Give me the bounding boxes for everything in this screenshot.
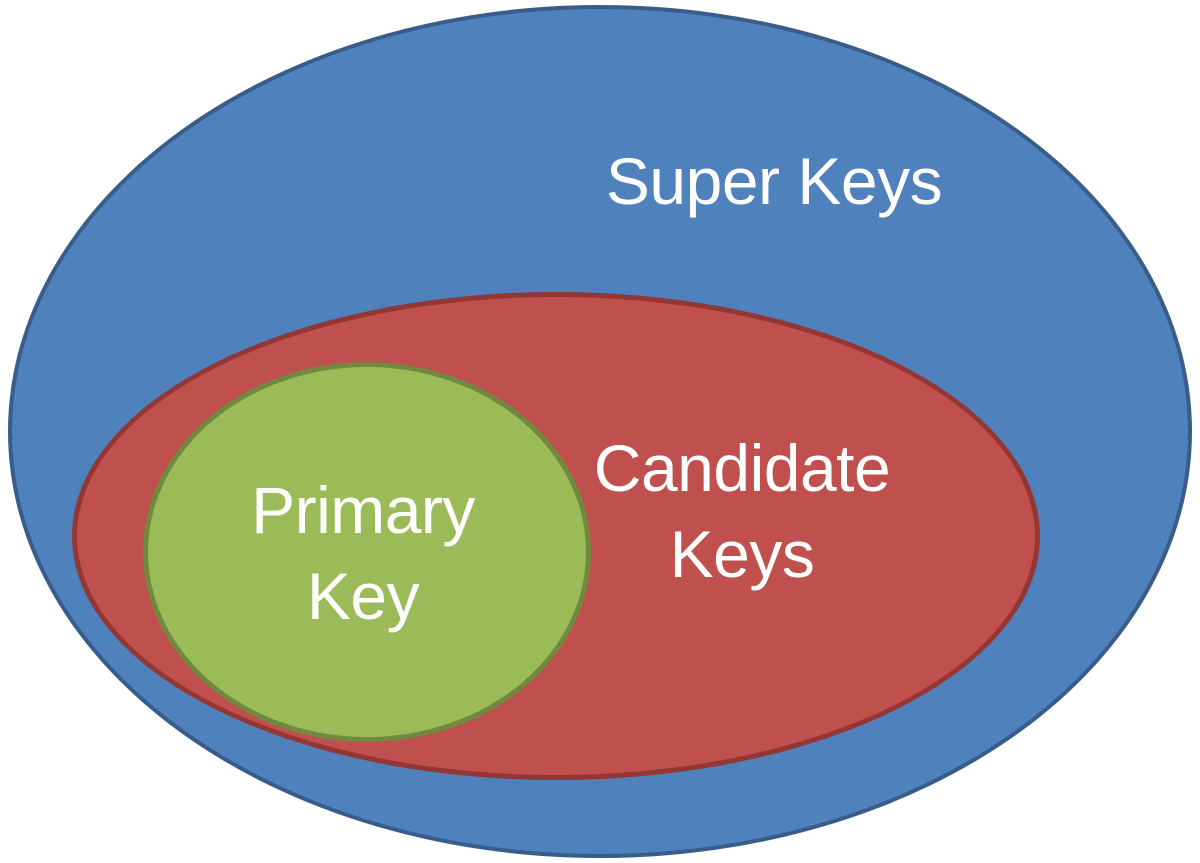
primary-key-label: Primary Key bbox=[251, 473, 475, 633]
super-keys-label: Super Keys bbox=[605, 144, 943, 219]
candidate-keys-label: Candidate Keys bbox=[593, 431, 891, 591]
primary-key-ellipse bbox=[143, 362, 591, 742]
